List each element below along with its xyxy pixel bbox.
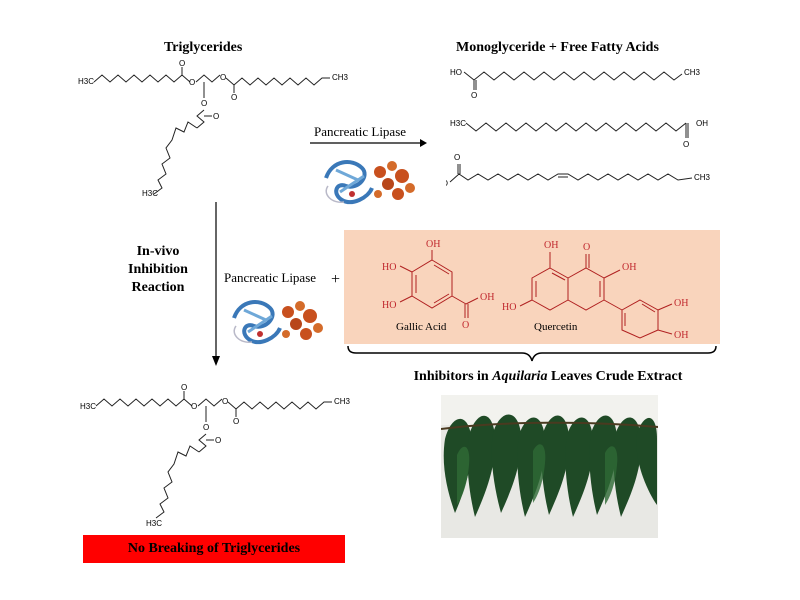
ho-label: HO xyxy=(382,262,396,273)
reaction-label-line: Reaction xyxy=(131,280,185,295)
ho-label: HO xyxy=(446,179,448,188)
o-label: O xyxy=(201,99,207,108)
oh-label: OH xyxy=(622,262,636,273)
triglyceride-molecule-bottom: H3C O O O O CH3 O O H3C xyxy=(80,384,351,528)
o-label: O xyxy=(471,91,477,100)
o-label: O xyxy=(213,112,219,121)
ch3-label: CH3 xyxy=(332,73,349,82)
o-label: O xyxy=(454,153,460,162)
o-label: O xyxy=(231,93,237,102)
o-label: O xyxy=(189,78,195,87)
ch3-label: CH3 xyxy=(334,397,351,406)
ho-label: HO xyxy=(382,300,396,311)
ch3-label: CH3 xyxy=(684,68,701,77)
inhibition-arrow-down xyxy=(212,202,220,366)
reaction-label-line: Inhibition xyxy=(128,262,188,277)
reaction-label-line: In-vivo xyxy=(136,244,180,259)
inhibition-reaction-label: In-vivo Inhibition Reaction xyxy=(103,243,213,297)
h3c-label: H3C xyxy=(80,402,96,411)
curly-brace xyxy=(347,345,717,362)
o-label: O xyxy=(583,242,590,253)
aquilaria-leaves-photo xyxy=(441,395,658,538)
triglycerides-heading: Triglycerides xyxy=(164,40,243,55)
inhibitors-title-italic: Aquilaria xyxy=(492,369,548,384)
o-label: O xyxy=(462,320,469,331)
oh-label: OH xyxy=(480,292,494,303)
result-text: No Breaking of Triglycerides xyxy=(127,541,301,556)
oh-label: OH xyxy=(426,239,440,250)
h3c-label: H3C xyxy=(142,189,158,198)
oh-label: OH xyxy=(674,330,688,341)
ch3-label: CH3 xyxy=(694,173,711,182)
o-label: O xyxy=(179,59,185,68)
h3c-label: H3C xyxy=(78,77,94,86)
quercetin-structure: O OH HO OH OH OH xyxy=(502,240,688,341)
ho-label: HO xyxy=(450,68,462,77)
lipase-protein-icon-top xyxy=(324,160,415,205)
no-breaking-result-box: No Breaking of Triglycerides xyxy=(83,535,345,563)
o-label: O xyxy=(203,423,209,432)
h3c-label: H3C xyxy=(450,119,466,128)
ho-label: HO xyxy=(502,302,516,313)
inhibitors-title: Inhibitors in Aquilaria Leaves Crude Ext… xyxy=(378,369,718,385)
o-label: O xyxy=(220,73,226,82)
inhibitors-title-prefix: Inhibitors in xyxy=(413,369,493,384)
o-label: O xyxy=(181,384,187,392)
inhibitor-structures: OH HO HO OH O Gallic Acid O OH HO OH OH xyxy=(382,239,688,341)
oh-label: OH xyxy=(544,240,558,251)
o-label: O xyxy=(233,417,239,426)
products-heading: Monoglyceride + Free Fatty Acids xyxy=(456,40,659,55)
o-label: O xyxy=(191,402,197,411)
inhibitors-title-suffix: Leaves Crude Extract xyxy=(547,369,683,384)
lipase-protein-icon-mid xyxy=(232,300,323,345)
gallic-acid-structure: OH HO HO OH O xyxy=(382,239,494,331)
triglyceride-molecule-top: H3C O O O O CH3 O O H3C xyxy=(78,59,349,198)
fatty-acid-molecules: HO O CH3 H3C O OH O HO CH3 xyxy=(446,68,711,188)
leaves-image xyxy=(441,395,658,538)
o-label: O xyxy=(222,397,228,406)
enzyme-label-mid: Pancreatic Lipase xyxy=(224,270,317,285)
reaction-arrow-right xyxy=(310,139,427,147)
enzyme-label-top: Pancreatic Lipase xyxy=(314,124,407,139)
o-label: O xyxy=(215,436,221,445)
oh-label: OH xyxy=(674,298,688,309)
plus-sign: + xyxy=(331,271,341,288)
oh-label: OH xyxy=(696,119,708,128)
quercetin-label: Quercetin xyxy=(534,321,578,333)
o-label: O xyxy=(683,140,689,149)
gallic-acid-label: Gallic Acid xyxy=(396,321,447,333)
h3c-label: H3C xyxy=(146,519,162,528)
